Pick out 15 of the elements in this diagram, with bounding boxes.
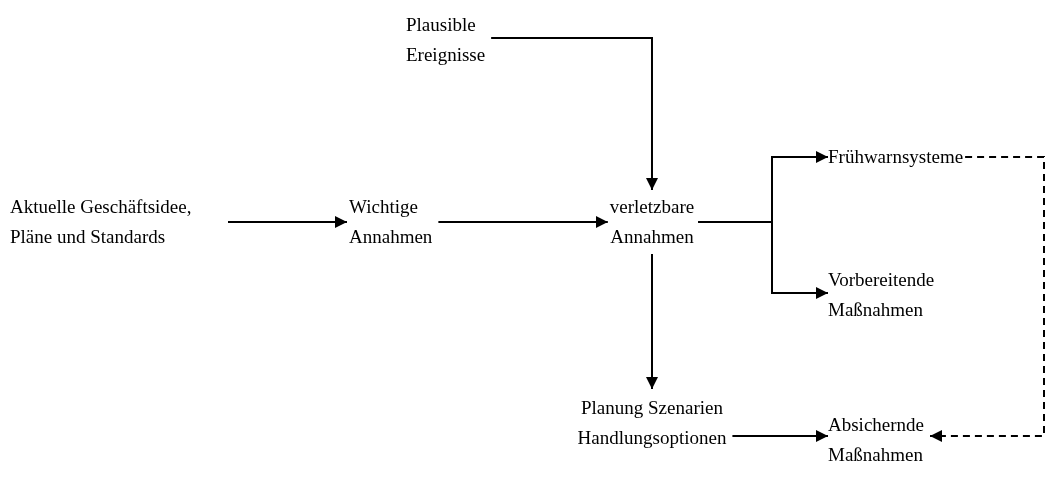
text-label: Wichtige Annahmen (349, 195, 433, 249)
arrow (437, 216, 609, 228)
arrow (697, 221, 829, 299)
text-label: Plausible Ereignisse (406, 13, 486, 67)
text-label: Aktuelle Geschäftsidee, Pläne und Standards (10, 195, 193, 249)
text-label: verletzbare Annahmen (609, 195, 695, 249)
text-label: Planung Szenarien Handlungsoptionen (577, 396, 727, 450)
arrow (490, 37, 658, 191)
text-label: Absichernde Maßnahmen (828, 413, 925, 467)
text-label: Vorbereitende Maßnahmen (828, 268, 935, 322)
arrow (227, 216, 348, 228)
arrow (646, 253, 658, 390)
arrow (731, 430, 829, 442)
text-label: Frühwarnsysteme (828, 145, 964, 169)
arrow (929, 156, 1045, 442)
